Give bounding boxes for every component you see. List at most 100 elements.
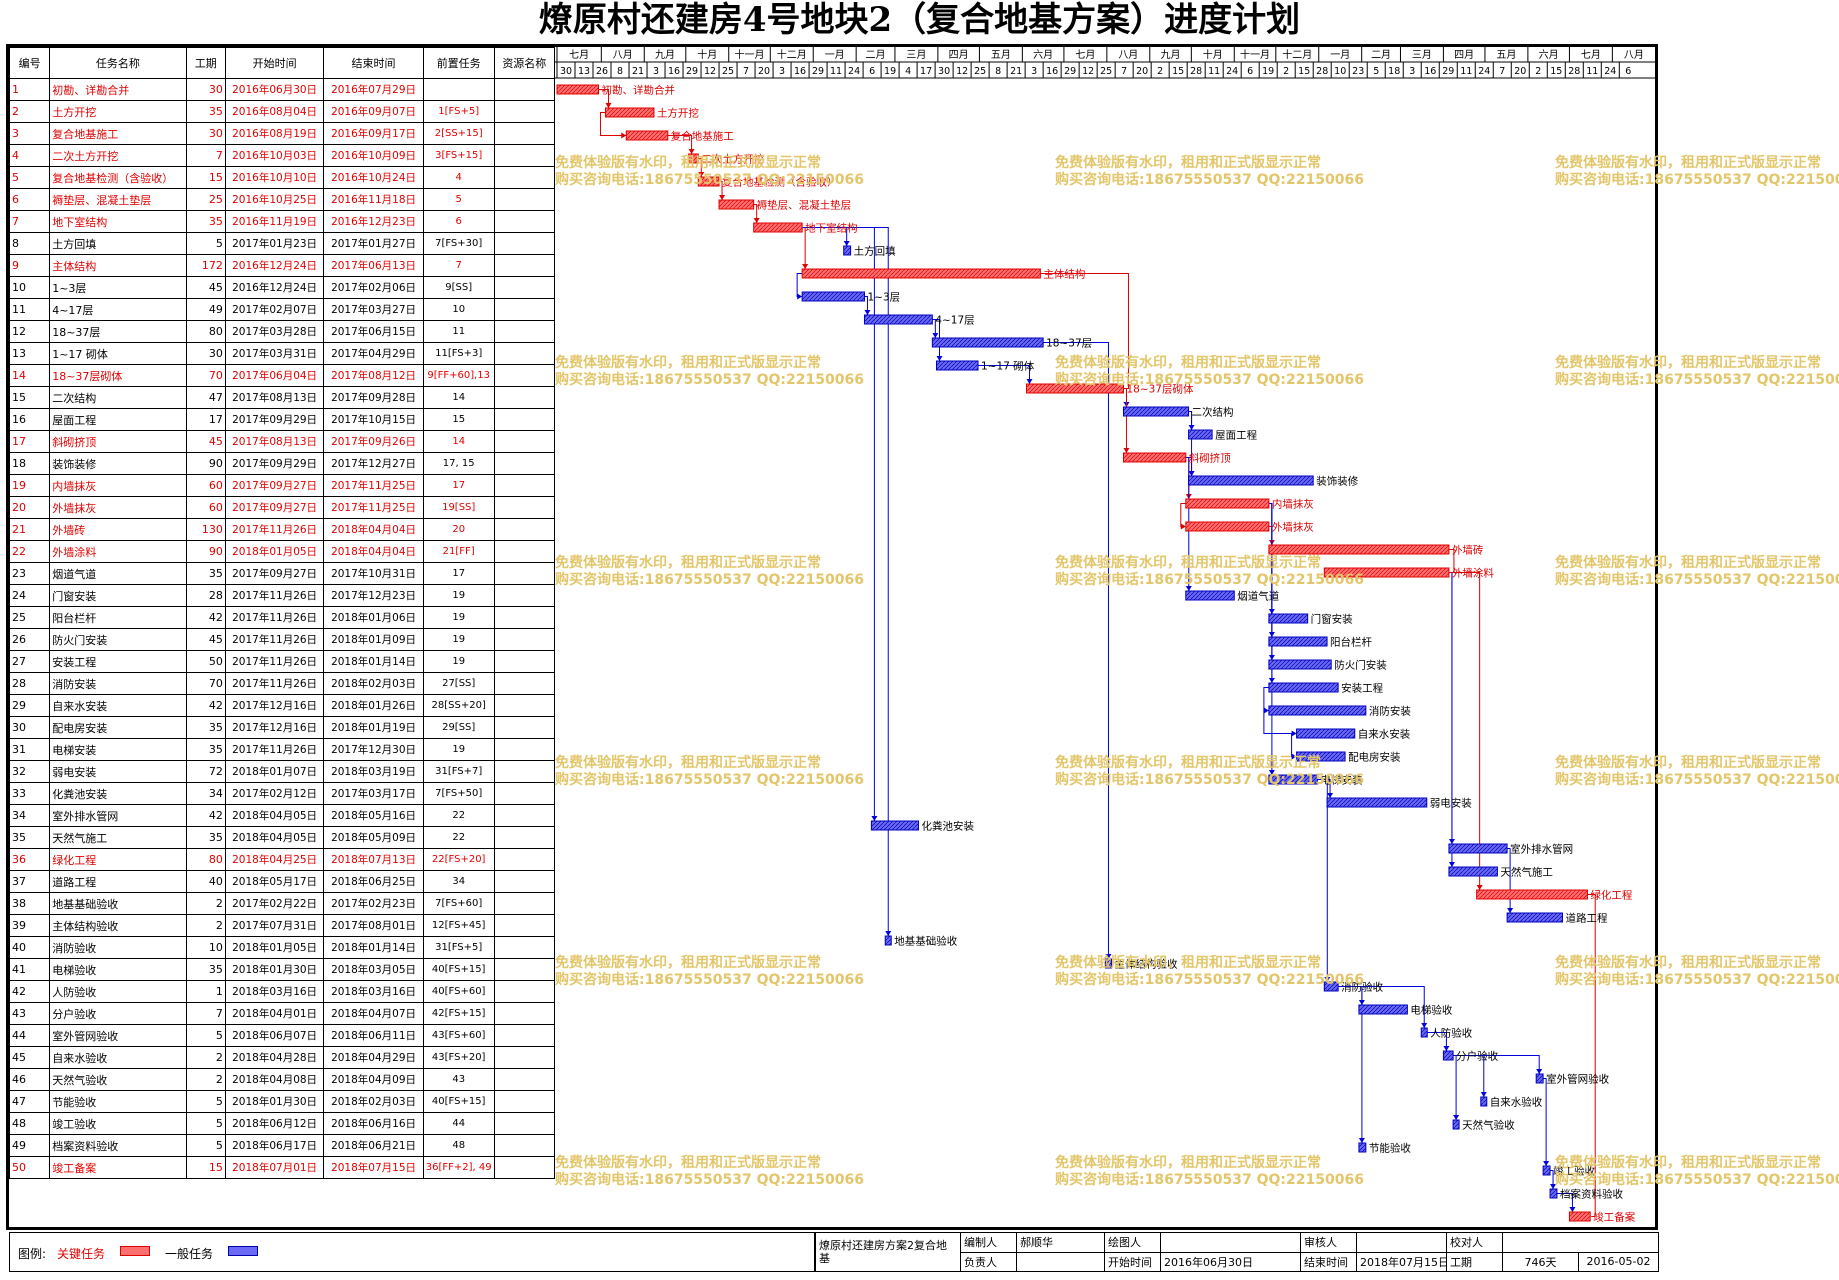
link-arrow	[1476, 885, 1483, 890]
task-duration-cell: 5	[185, 232, 226, 255]
task-pred-cell: 36[FF+2], 49	[422, 1156, 495, 1179]
link-arrow	[885, 931, 892, 936]
task-id-cell: 38	[8, 892, 51, 915]
task-id-cell: 49	[8, 1134, 51, 1157]
task-name-cell: 复合地基检测（含验收）	[49, 166, 187, 189]
legend-normal-swatch	[228, 1246, 258, 1256]
task-end-cell: 2017年03月17日	[323, 782, 424, 805]
task-id-cell: 8	[8, 232, 51, 255]
task-duration-cell: 49	[185, 298, 226, 321]
info-owner-label: 负责人	[960, 1251, 1017, 1272]
gantt-bar	[1296, 728, 1356, 739]
tick-label: 28	[1190, 66, 1202, 77]
task-duration-cell: 42	[185, 804, 226, 827]
bar-label: 绿化工程	[1590, 889, 1632, 902]
bar-label: 天然气施工	[1500, 866, 1553, 879]
tick-label: 25	[1100, 66, 1112, 77]
task-id-cell: 40	[8, 936, 51, 959]
task-resource-cell	[493, 870, 556, 893]
link-arrow	[1324, 977, 1331, 982]
task-start-cell: 2017年09月29日	[224, 452, 325, 475]
bar-label: 安装工程	[1341, 682, 1383, 695]
info-duration-label: 工期	[1446, 1251, 1503, 1272]
task-end-cell: 2018年01月14日	[323, 936, 424, 959]
task-end-cell: 2017年12月30日	[323, 738, 424, 761]
tick-label: 15	[1298, 66, 1310, 77]
gantt-bar	[1323, 567, 1450, 578]
task-start-cell: 2018年01月07日	[224, 760, 325, 783]
legend-normal-label: 一般任务	[165, 1247, 214, 1261]
bar-label: 复合地基检测（含验收）	[722, 176, 838, 189]
bar-label: 复合地基施工	[671, 130, 734, 143]
task-duration-cell: 7	[185, 144, 226, 167]
bar-label: 地基基础验收	[894, 935, 957, 948]
link-arrow	[1421, 1023, 1428, 1028]
task-id-cell: 50	[8, 1156, 51, 1179]
gantt-bar	[884, 935, 892, 946]
gantt-bar	[1296, 751, 1346, 762]
task-start-cell: 2017年08月13日	[224, 430, 325, 453]
task-name-cell: 节能验收	[49, 1090, 187, 1113]
task-pred-cell: 40[FS+15]	[422, 958, 495, 981]
task-pred-cell: 42[FS+15]	[422, 1002, 495, 1025]
gantt-bar	[1420, 1027, 1428, 1038]
task-pred-cell: 22[FS+20]	[422, 848, 495, 871]
month-label: 三月	[1412, 49, 1432, 61]
task-id-cell: 37	[8, 870, 51, 893]
task-resource-cell	[493, 408, 556, 431]
bar-label: 二次土方开挖	[701, 153, 764, 166]
task-start-cell: 2016年08月19日	[224, 122, 325, 145]
task-resource-cell	[493, 1046, 556, 1069]
task-start-cell: 2017年09月27日	[224, 496, 325, 519]
task-name-cell: 竣工备案	[49, 1156, 187, 1179]
link-line	[698, 158, 702, 177]
task-end-cell: 2017年09月28日	[323, 386, 424, 409]
bar-label: 二次结构	[1192, 406, 1234, 419]
task-resource-cell	[493, 826, 556, 849]
table-header-row: 编号 任务名称 工期 开始时间 结束时间 前置任务 资源名称	[8, 47, 556, 79]
task-start-cell: 2017年11月26日	[224, 650, 325, 673]
task-pred-cell: 43[FS+60]	[422, 1024, 495, 1047]
bar-label: 室外排水管网	[1510, 843, 1573, 856]
task-pred-cell: 11	[422, 320, 495, 343]
task-name-cell: 地下室结构	[49, 210, 187, 233]
task-duration-cell: 30	[185, 122, 226, 145]
task-pred-cell: 7	[422, 254, 495, 277]
task-name-cell: 二次结构	[49, 386, 187, 409]
task-name-cell: 1~3层	[49, 276, 187, 299]
bar-label: 内墙抹灰	[1272, 498, 1314, 511]
link-line	[599, 112, 627, 136]
task-pred-cell: 7[FS+60]	[422, 892, 495, 915]
legend-critical-label: 关键任务	[57, 1247, 106, 1261]
task-resource-cell	[493, 1068, 556, 1091]
info-project-name: 燎原村还建房方案2复合地基	[815, 1232, 961, 1272]
task-id-cell: 15	[8, 386, 51, 409]
header-end: 结束时间	[323, 47, 424, 79]
task-name-cell: 屋面工程	[49, 408, 187, 431]
task-duration-cell: 5	[185, 1134, 226, 1157]
task-end-cell: 2018年04月07日	[323, 1002, 424, 1025]
gantt-bar	[1268, 544, 1450, 555]
tick-label: 11	[830, 66, 842, 77]
task-id-cell: 35	[8, 826, 51, 849]
task-pred-cell: 31[FS+5]	[422, 936, 495, 959]
tick-label: 7	[1499, 66, 1505, 77]
task-resource-cell	[493, 584, 556, 607]
task-duration-cell: 80	[185, 320, 226, 343]
bar-label: 道路工程	[1566, 912, 1608, 925]
tick-label: 11	[1460, 66, 1472, 77]
tick-label: 19	[1262, 66, 1274, 77]
task-duration-cell: 1	[185, 980, 226, 1003]
gantt-bar	[1268, 705, 1367, 716]
task-name-cell: 阳台栏杆	[49, 606, 187, 629]
task-end-cell: 2016年09月17日	[323, 122, 424, 145]
task-end-cell: 2018年01月06日	[323, 606, 424, 629]
